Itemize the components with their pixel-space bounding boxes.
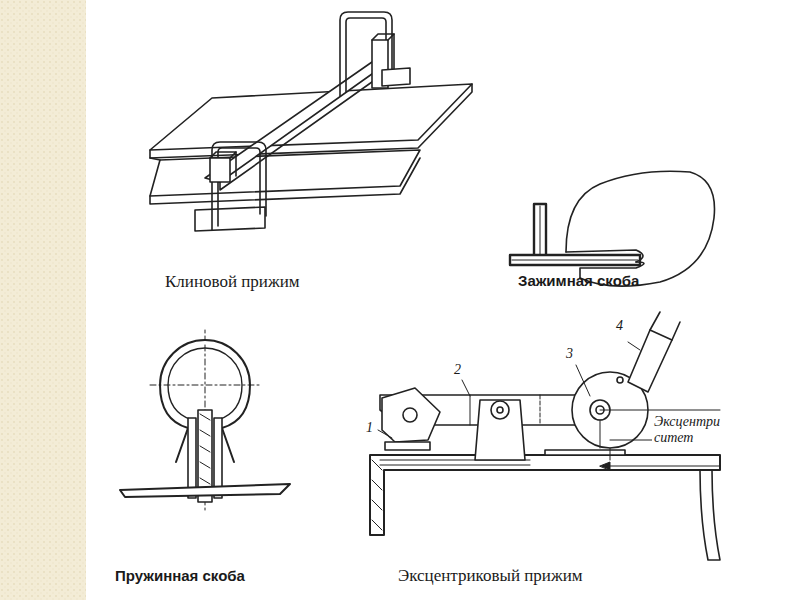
caption: Клиновой прижим bbox=[165, 272, 300, 292]
caption: Пружинная скоба bbox=[115, 567, 245, 584]
spring-clip bbox=[120, 330, 290, 510]
callout-number: 3 bbox=[566, 346, 573, 362]
dimension-label: Эксцентри ситет bbox=[652, 414, 736, 446]
callout-number: 4 bbox=[616, 318, 623, 334]
callout-number: 1 bbox=[366, 420, 373, 436]
callout-number: 2 bbox=[454, 362, 461, 378]
caption: Зажимная скоба bbox=[518, 272, 639, 289]
clamping-bracket bbox=[510, 171, 715, 286]
side-stripe bbox=[0, 0, 86, 600]
caption: Эксцентриковый прижим bbox=[398, 566, 583, 586]
wedge-clamp bbox=[150, 12, 472, 231]
